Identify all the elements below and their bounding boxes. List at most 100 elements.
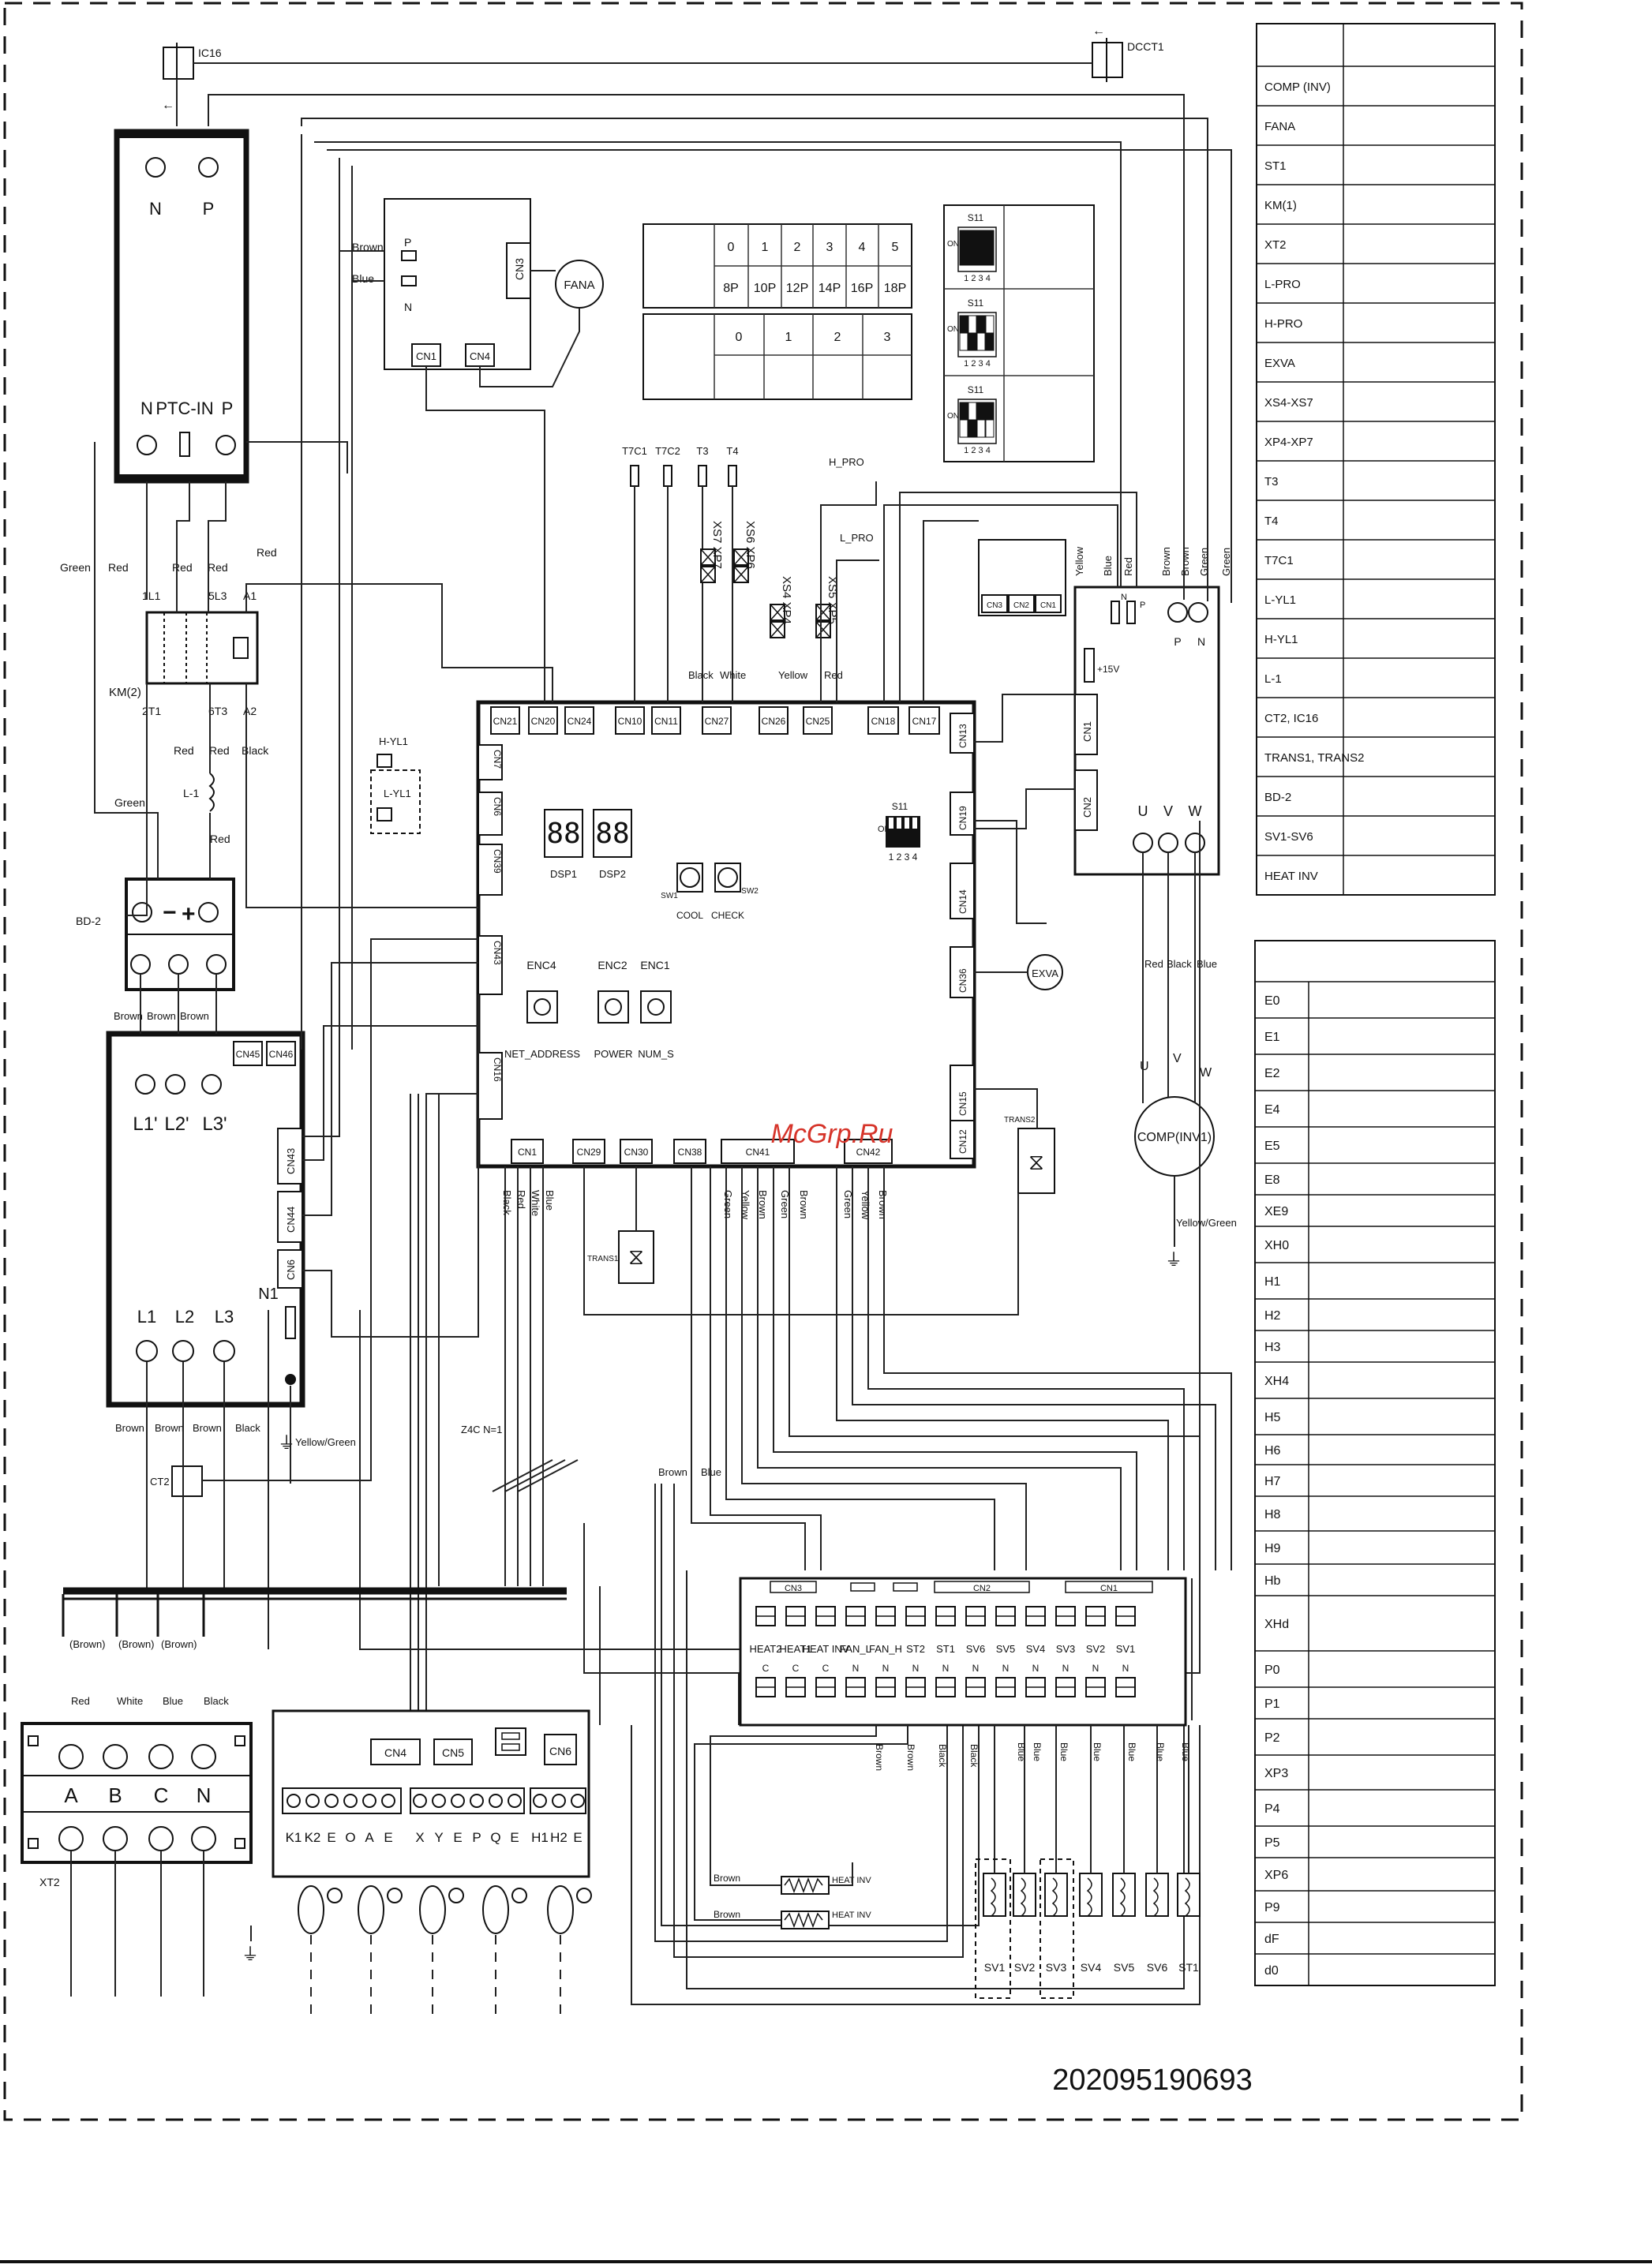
cap-row3-cell: 2 <box>834 331 841 344</box>
wire-label-brown: Brown <box>155 1422 184 1434</box>
cool-label: COOL <box>676 910 703 921</box>
wire-label-white: White <box>720 669 746 681</box>
comm-cn6: CN6 <box>549 1745 571 1757</box>
ground-terminal-icon <box>448 1888 464 1903</box>
terminal-screw-icon <box>198 157 219 178</box>
coil-winding <box>1119 1877 1126 1917</box>
diagram-border <box>3 2 1523 2121</box>
main-bottom-connector <box>572 1139 605 1164</box>
dip-lever <box>985 419 995 438</box>
wire-label-red: Red <box>209 744 230 757</box>
power-module-l3p: L3' <box>202 1113 227 1135</box>
svg-text:5L3: 5L3 <box>208 589 227 602</box>
main-bottom-connector <box>620 1139 653 1164</box>
main-right-connector-label: CN12 <box>957 1129 968 1154</box>
power-module-l1p: L1' <box>133 1113 157 1135</box>
xt2-n: N <box>197 1783 212 1807</box>
comm-terminal-label: E <box>573 1830 582 1845</box>
wire-label-brown: Brown <box>714 1909 740 1920</box>
main-top-connector <box>528 706 558 735</box>
dip-panel-on: ON <box>947 240 959 249</box>
l1-reactor: L-1 Red Green <box>114 773 230 845</box>
legend2-row-label: E1 <box>1264 1031 1280 1044</box>
shielded-cable-icon <box>547 1885 574 1934</box>
ct2-sensor: CT2 <box>150 1465 203 1497</box>
relay-common-label: N <box>1092 1663 1099 1674</box>
legend1-row-label: KM(1) <box>1264 199 1297 212</box>
comm-terminal-screw-icon <box>324 1794 339 1808</box>
num-s-dial-icon <box>647 998 665 1016</box>
valve-wire-blue-label: Blue <box>1016 1742 1027 1761</box>
dip-lever <box>985 315 995 334</box>
serial-number: 202095190693 <box>1052 2064 1253 2097</box>
sensor-label: T3 <box>696 445 708 457</box>
legend2-row-label: H1 <box>1264 1275 1281 1289</box>
comm-cn4: CN4 <box>384 1746 406 1759</box>
enc2-label: ENC2 <box>597 959 627 971</box>
board-wire-color-label: Black <box>501 1190 513 1215</box>
wire-label-black: Black <box>1167 958 1192 970</box>
dip-lever <box>985 332 995 351</box>
inverter-wire-color-label: Yellow <box>1073 546 1085 576</box>
valve-label: SV5 <box>1114 1961 1135 1974</box>
comm-terminal-screw-icon <box>470 1794 484 1808</box>
main-left-connector-label: CN16 <box>492 1057 503 1082</box>
wire-label-brown: Brown <box>714 1873 740 1884</box>
relay-output-label: HEAT INV <box>803 1643 849 1655</box>
main-bottom-connector-label: CN29 <box>577 1147 601 1158</box>
valve-label: SV3 <box>1046 1961 1067 1974</box>
shielded-cable-icon <box>358 1885 384 1934</box>
arrow-left-icon: ← <box>162 99 174 112</box>
main-top-connector-label: CN20 <box>531 716 556 727</box>
relay-output-label: SV6 <box>966 1643 986 1655</box>
relay-output-label: SV3 <box>1056 1643 1076 1655</box>
cap-row1-cell: 0 <box>728 241 735 254</box>
dip-lever <box>959 332 968 351</box>
legend1-row-label: TRANS1, TRANS2 <box>1264 751 1364 765</box>
main-right-connector-label: CN19 <box>957 806 968 830</box>
ground-icon: ⏚ <box>242 1944 259 1964</box>
legend2-row-label: XP3 <box>1264 1767 1288 1780</box>
comm-cn5: CN5 <box>442 1746 464 1759</box>
sensor-label: T4 <box>726 445 738 457</box>
wire-label-blue: Blue <box>352 272 374 285</box>
ground-terminal-icon <box>576 1888 592 1903</box>
board-wire-color-label: Green <box>722 1190 734 1218</box>
wire-label-black: Black <box>688 669 714 681</box>
plus15v-label: +15V <box>1097 664 1119 675</box>
dip-lever <box>976 230 986 249</box>
comm-terminal-label: E <box>327 1830 335 1845</box>
xt2-wire-red: Red <box>71 1695 90 1707</box>
relay-cn1: CN1 <box>1100 1584 1118 1593</box>
heater-wire-label: Brown <box>905 1744 916 1771</box>
main-bottom-connector <box>721 1139 795 1164</box>
power-module-cn46: CN46 <box>269 1049 294 1060</box>
legend2-row-label: E8 <box>1264 1173 1280 1187</box>
terminal-screw-icon <box>215 435 236 455</box>
cap-row2-cell: 16P <box>851 282 873 295</box>
comm-cables <box>298 1885 592 2020</box>
coil-winding <box>1051 1877 1058 1917</box>
comm-terminal-label: Y <box>434 1830 443 1845</box>
fan-board-cn4: CN4 <box>470 350 490 362</box>
inverter-wire-color-label: Green <box>1220 548 1232 576</box>
filter-bottom-p: P <box>222 399 234 418</box>
main-left-connector <box>478 1052 503 1120</box>
inverter-top-connector <box>981 594 1008 613</box>
relay-common-label: C <box>792 1663 800 1674</box>
dip-lever <box>976 247 986 266</box>
comm-terminal-label: E <box>453 1830 462 1845</box>
dip-lever <box>959 315 968 334</box>
main-bottom-connector <box>844 1139 893 1164</box>
comm-terminal-screw-icon <box>305 1794 320 1808</box>
main-top-connector <box>759 706 789 735</box>
relay-common-label: N <box>912 1663 920 1674</box>
legend2-row-label: H9 <box>1264 1542 1281 1555</box>
comm-terminal-screw-icon <box>533 1794 547 1808</box>
terminal-screw-icon <box>137 435 157 455</box>
main-top-connector <box>867 706 899 735</box>
relay-output-label: HEAT2 <box>750 1643 782 1655</box>
